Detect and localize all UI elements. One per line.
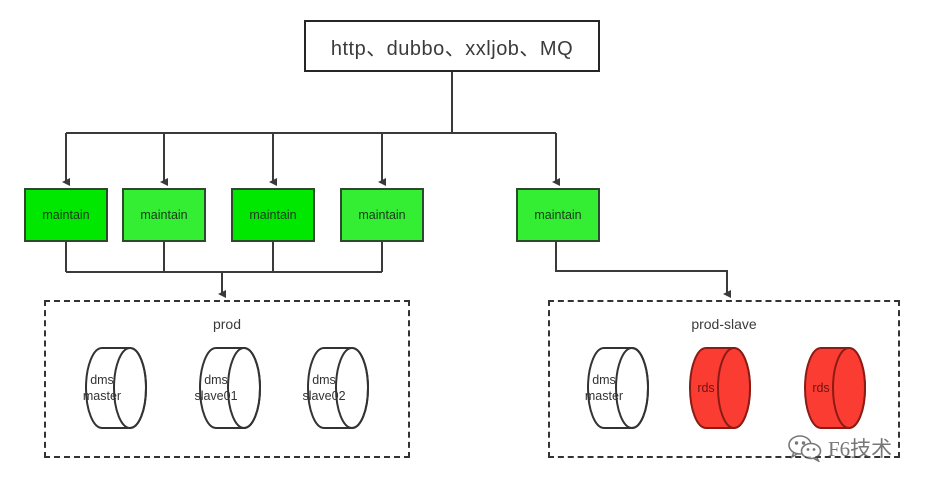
- wire-to-prod-slave-group: [555, 242, 731, 298]
- group-prod-slave: prod-slave: [548, 300, 900, 458]
- maintain-node-3-label: maintain: [249, 208, 297, 222]
- database-rds-2[interactable]: rds: [785, 345, 873, 431]
- database-dms-master-prod[interactable]: dms master: [66, 345, 154, 431]
- maintain-node-1-label: maintain: [42, 208, 90, 222]
- maintain-node-5[interactable]: maintain: [516, 188, 600, 242]
- database-dms-slave01[interactable]: dms slave01: [180, 345, 268, 431]
- database-dms-slave02[interactable]: dms slave02: [288, 345, 376, 431]
- database-rds-1[interactable]: rds: [670, 345, 758, 431]
- maintain-node-4-label: maintain: [358, 208, 406, 222]
- group-prod-slave-label: prod-slave: [691, 316, 757, 332]
- maintain-node-2-label: maintain: [140, 208, 188, 222]
- maintain-node-4[interactable]: maintain: [340, 188, 424, 242]
- group-prod: prod: [44, 300, 410, 458]
- group-prod-label: prod: [212, 316, 242, 332]
- maintain-node-2[interactable]: maintain: [122, 188, 206, 242]
- maintain-node-3[interactable]: maintain: [231, 188, 315, 242]
- maintain-node-1[interactable]: maintain: [24, 188, 108, 242]
- entry-protocols-label: http、dubbo、xxljob、MQ: [330, 37, 574, 60]
- entry-protocols-box: http、dubbo、xxljob、MQ: [304, 20, 600, 72]
- maintain-node-5-label: maintain: [534, 208, 582, 222]
- database-dms-master-prod-slave[interactable]: dms master: [568, 345, 656, 431]
